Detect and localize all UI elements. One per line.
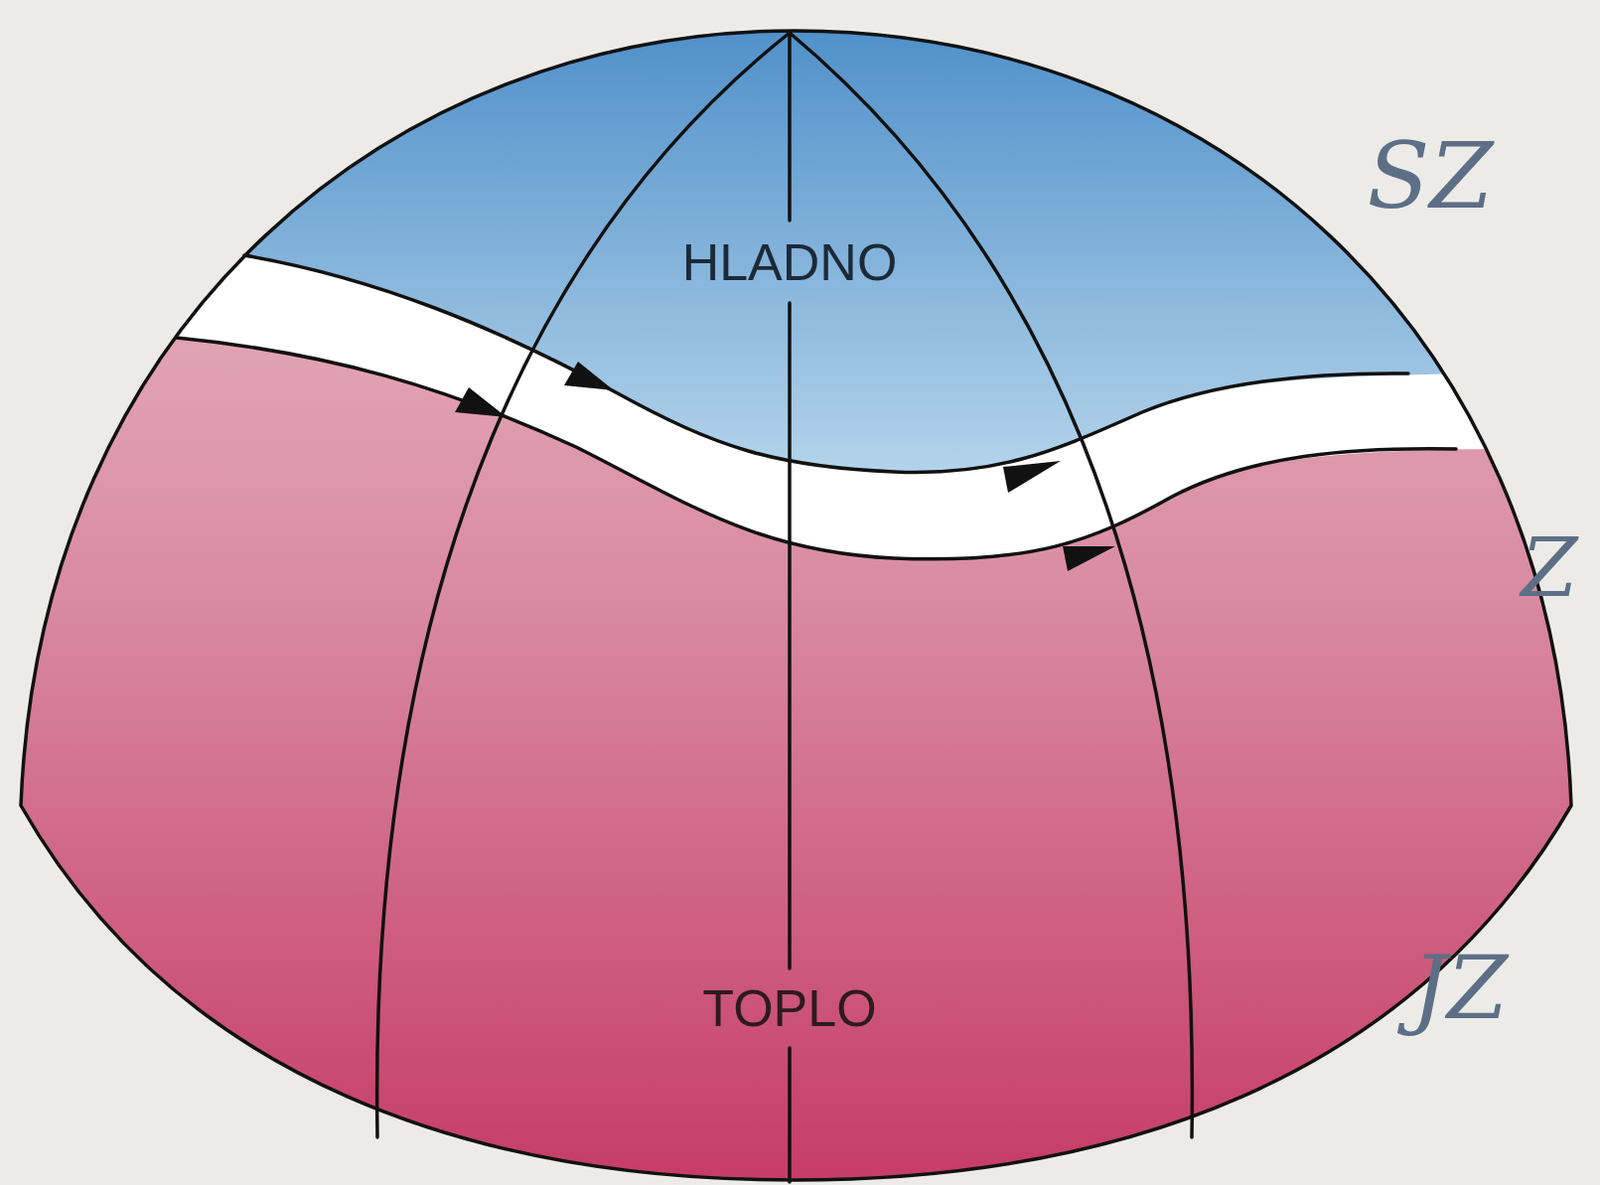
band-edge <box>176 337 1456 560</box>
arrowhead <box>1003 460 1061 493</box>
region-label: TOPLO <box>702 982 876 1034</box>
arrowhead <box>564 361 614 391</box>
meridian <box>377 32 790 1138</box>
front-band <box>0 0 1600 560</box>
meridian <box>787 32 792 221</box>
region-label: HLADNO <box>682 236 898 289</box>
meridian <box>789 32 1192 1138</box>
arrowhead <box>1062 546 1116 572</box>
handwritten-note: JZ <box>1412 944 1508 1032</box>
meridian <box>787 302 792 969</box>
flow-arrows <box>454 361 1116 572</box>
arrowhead <box>454 387 507 418</box>
handwritten-note: SZ <box>1367 131 1494 223</box>
globe-outline <box>20 30 1572 1180</box>
cold-region <box>0 0 1600 473</box>
meridian <box>787 1047 792 1182</box>
handwritten-note: Z <box>1521 527 1579 609</box>
